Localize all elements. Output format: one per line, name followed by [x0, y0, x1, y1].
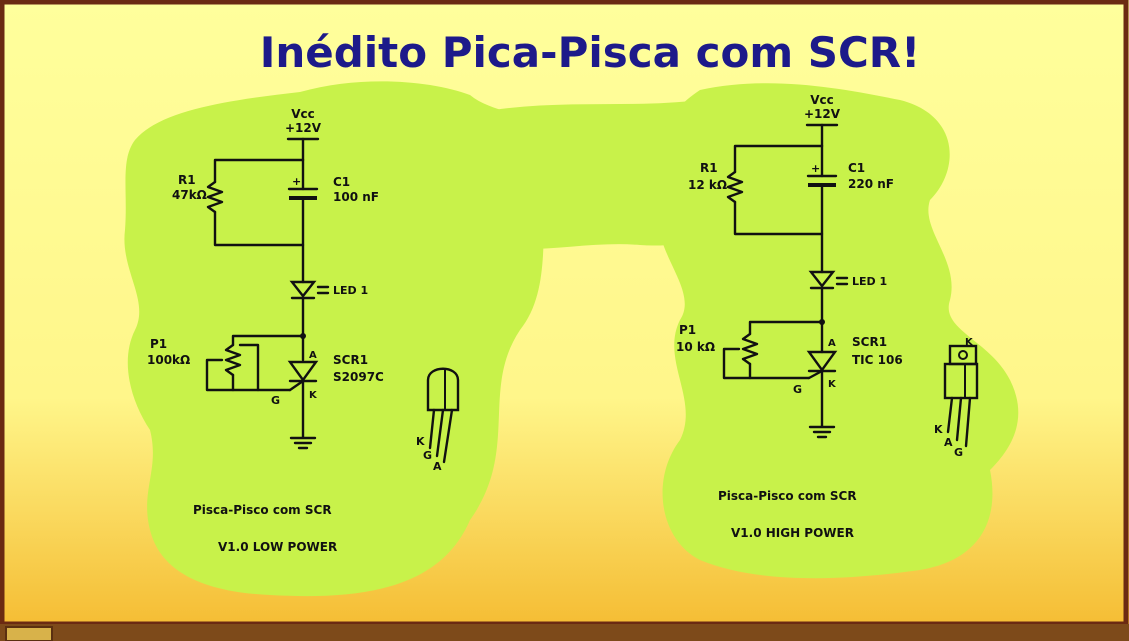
left-pin-k: K [309, 390, 318, 401]
left-caption-line-2: V1.0 LOW POWER [218, 540, 337, 554]
left-wire-p1-top [231, 334, 305, 347]
right-c1-value: 220 nF [848, 177, 894, 191]
left-c1-name: C1 [333, 175, 350, 189]
left-p1-name: P1 [150, 337, 167, 351]
left-c1-plus: + [292, 175, 301, 188]
right-pin-g: G [793, 383, 802, 396]
right-to220-package [943, 344, 979, 448]
right-pkg-top: K [965, 337, 974, 348]
left-r1-value: 47kΩ [172, 188, 207, 202]
left-scr-part: S2097C [333, 370, 384, 384]
right-wire-p1-wiper [722, 347, 752, 380]
right-pkg-a: A [944, 436, 953, 449]
right-r1-value: 12 kΩ [688, 178, 727, 192]
left-r1-name: R1 [178, 173, 196, 187]
right-p1-value: 10 kΩ [676, 340, 715, 354]
left-circuit: Vcc +12V + R1 47kΩ C1 100 nF LED 1 P1 10… [147, 107, 460, 554]
left-pkg-g: G [423, 449, 432, 462]
bottom-strip [0, 624, 1129, 641]
page-title: Inédito Pica-Pisca com SCR! [260, 28, 921, 77]
right-pkg-g: G [954, 446, 963, 459]
right-cap-plate-2 [808, 183, 836, 187]
left-vcc-label: Vcc [291, 107, 315, 121]
right-c1-plus: + [811, 162, 820, 175]
left-led-symbol [289, 280, 317, 298]
left-resistor-r1 [206, 180, 224, 214]
left-pkg-k: K [416, 435, 425, 448]
right-pin-k: K [828, 379, 837, 390]
left-scr-symbol [287, 360, 319, 383]
right-supply-label: +12V [804, 107, 841, 121]
right-pkg-k: K [934, 423, 943, 436]
left-scr-name: SCR1 [333, 353, 368, 367]
right-green-blob [658, 83, 1019, 579]
left-p1-value: 100kΩ [147, 353, 190, 367]
right-r1-name: R1 [700, 161, 718, 175]
left-caption-line-1: Pisca-Pisco com SCR [193, 503, 332, 517]
left-scr-gate [288, 379, 305, 392]
right-vcc-label: Vcc [810, 93, 834, 107]
right-scr-symbol [806, 350, 838, 373]
right-circuit: Vcc +12V + R1 12 kΩ C1 220 nF LED 1 P1 1… [676, 93, 979, 540]
right-caption-line-2: V1.0 HIGH POWER [731, 526, 854, 540]
left-led-label: LED 1 [333, 284, 368, 297]
left-pin-a: A [309, 350, 317, 361]
right-potentiometer-p1 [741, 332, 759, 366]
right-led-label: LED 1 [852, 275, 887, 288]
left-potentiometer-p1 [224, 343, 242, 377]
left-cap-plate-2 [289, 196, 317, 200]
right-wire-r1-bottom [733, 200, 824, 236]
left-wire-r1-bottom [213, 210, 305, 247]
right-resistor-r1 [726, 170, 744, 204]
right-wire-r1-top [733, 144, 824, 174]
right-scr-gate [807, 369, 824, 380]
left-wire-p1-side [238, 343, 260, 392]
left-supply-label: +12V [285, 121, 322, 135]
right-scr-part: TIC 106 [852, 353, 903, 367]
left-to92-package [426, 367, 460, 464]
right-pin-a: A [828, 338, 836, 349]
bottom-strip-tab [5, 626, 53, 641]
right-c1-name: C1 [848, 161, 865, 175]
right-caption-line-1: Pisca-Pisco com SCR [718, 489, 857, 503]
right-p1-name: P1 [679, 323, 696, 337]
right-scr-name: SCR1 [852, 335, 887, 349]
right-wire-p1-top [748, 320, 824, 336]
left-pkg-a: A [433, 460, 442, 473]
left-wire-r1-top [213, 158, 305, 184]
right-led-symbol [808, 270, 836, 288]
left-pin-g: G [271, 394, 280, 407]
left-c1-value: 100 nF [333, 190, 379, 204]
left-wire-p1-wiper [205, 358, 235, 392]
